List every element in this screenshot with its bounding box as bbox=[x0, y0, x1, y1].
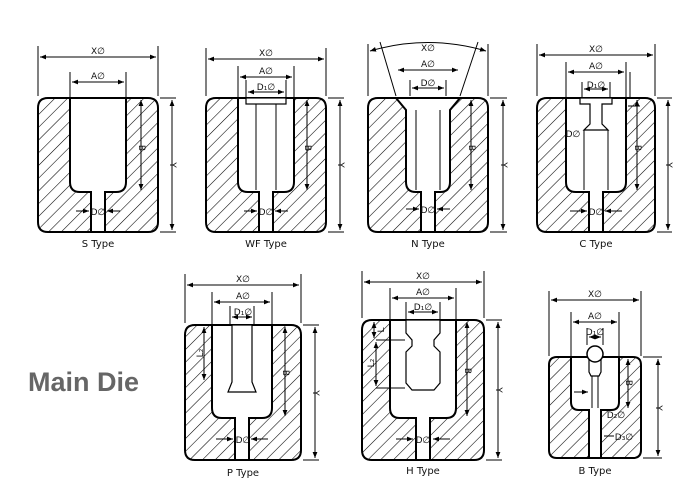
label-d: D∅ bbox=[421, 79, 436, 89]
label-y: Y bbox=[335, 161, 345, 168]
label-x: X∅ bbox=[421, 44, 435, 54]
label-d-bottom: D∅ bbox=[421, 206, 436, 216]
caption-p-type: P Type bbox=[227, 468, 259, 479]
label-y: Y bbox=[310, 389, 320, 396]
die-n-cavity bbox=[393, 97, 463, 233]
label-a: A∅ bbox=[588, 312, 602, 322]
die-c-cavity bbox=[565, 97, 627, 233]
caption-s-type: S Type bbox=[82, 239, 115, 250]
label-d: D∅ bbox=[416, 436, 431, 446]
label-d1: D₁∅ bbox=[414, 303, 432, 313]
caption-wf-type: WF Type bbox=[245, 239, 287, 250]
die-p-type: X∅ A∅ D₁∅ L₂ D∅ B Y P Type bbox=[184, 274, 320, 479]
label-b: B bbox=[623, 380, 633, 386]
label-a: A∅ bbox=[236, 292, 250, 302]
caption-n-type: N Type bbox=[411, 239, 445, 250]
label-l: L bbox=[377, 327, 387, 332]
label-b: B bbox=[466, 145, 476, 151]
label-d: D∅ bbox=[236, 436, 251, 446]
label-y: Y bbox=[493, 386, 503, 393]
label-a: A∅ bbox=[416, 288, 430, 298]
die-c-type: X∅ A∅ D₁∅ D∅ D∅ B Y C Type bbox=[536, 44, 673, 250]
label-a: A∅ bbox=[91, 72, 105, 82]
die-h-insert bbox=[405, 319, 441, 391]
label-b: B bbox=[280, 370, 290, 376]
die-b-cavity bbox=[570, 356, 620, 459]
die-s-type: X∅ A∅ D∅ B Y S Type bbox=[37, 46, 177, 250]
label-a: A∅ bbox=[589, 62, 603, 72]
die-h-type: X∅ A∅ D₁∅ L L₂ D∅ B Y H Type bbox=[361, 271, 503, 477]
label-d-side: D∅ bbox=[566, 130, 581, 140]
label-b: B bbox=[632, 145, 642, 151]
label-y: Y bbox=[167, 161, 177, 168]
label-d: D∅ bbox=[589, 208, 604, 218]
label-x: X∅ bbox=[259, 49, 273, 59]
die-b-type: X∅ A∅ D₁∅ D₂∅ D₃∅ B Y B Type bbox=[548, 290, 663, 477]
label-b: B bbox=[462, 368, 472, 374]
die-wf-cavity bbox=[237, 97, 295, 233]
label-y: Y bbox=[653, 404, 663, 411]
label-a: A∅ bbox=[259, 67, 273, 77]
caption-h-type: H Type bbox=[406, 466, 440, 477]
label-l2: L₂ bbox=[367, 358, 377, 367]
page-title: Main Die bbox=[28, 367, 139, 397]
label-d1: D₁∅ bbox=[257, 83, 275, 93]
die-s-cavity bbox=[69, 97, 127, 233]
label-x: X∅ bbox=[236, 275, 250, 285]
label-b: B bbox=[136, 145, 146, 151]
label-d1: D₁∅ bbox=[586, 328, 604, 338]
die-wf-type: X∅ A∅ D₁∅ D∅ B Y WF Type bbox=[205, 48, 345, 250]
label-x: X∅ bbox=[589, 45, 603, 55]
label-x: X∅ bbox=[91, 47, 105, 57]
label-a: A∅ bbox=[421, 60, 435, 70]
label-d: D∅ bbox=[259, 208, 274, 218]
label-d1: D₁∅ bbox=[234, 308, 252, 318]
label-d1: D₁∅ bbox=[587, 81, 605, 91]
label-d: D∅ bbox=[91, 208, 106, 218]
label-x: X∅ bbox=[588, 290, 602, 300]
label-y: Y bbox=[498, 161, 508, 168]
label-x: X∅ bbox=[416, 272, 430, 282]
label-y: Y bbox=[663, 161, 673, 168]
die-wf-recess bbox=[245, 97, 287, 105]
die-b-ball bbox=[586, 345, 604, 363]
label-b: B bbox=[302, 145, 312, 151]
caption-b-type: B Type bbox=[578, 466, 611, 477]
label-d2: D₂∅ bbox=[607, 411, 625, 421]
die-p-insert bbox=[227, 324, 257, 393]
label-l2: L₂ bbox=[196, 348, 206, 357]
caption-c-type: C Type bbox=[579, 239, 612, 250]
label-d3: D₃∅ bbox=[615, 433, 633, 443]
die-n-type: X∅ A∅ D∅ D∅ B Y N Type bbox=[367, 41, 508, 250]
